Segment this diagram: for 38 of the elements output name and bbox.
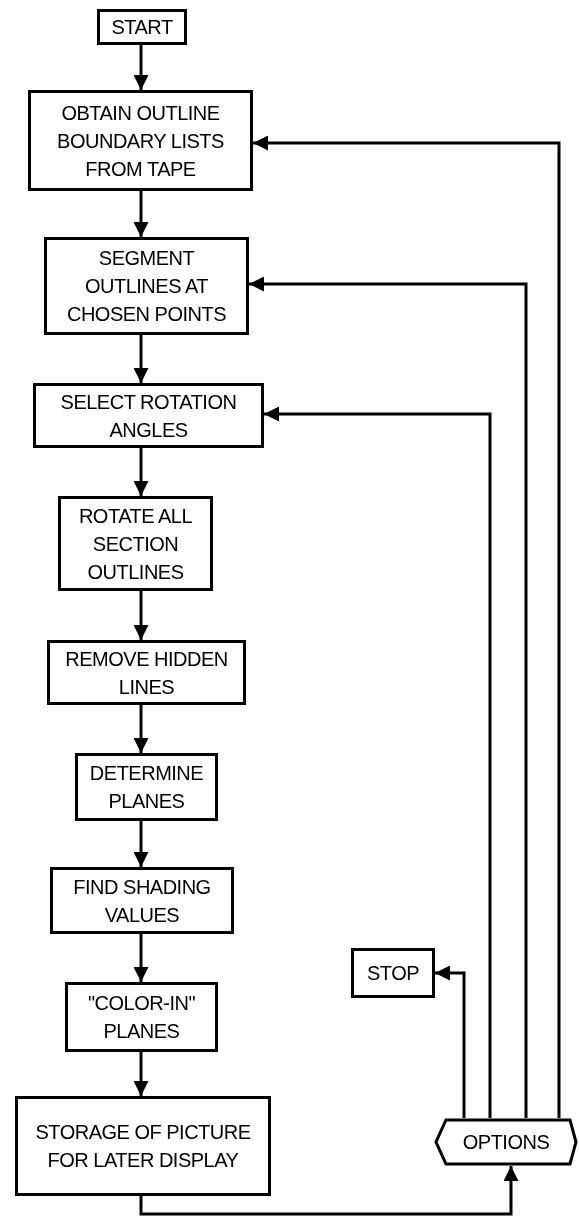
arrow	[133, 821, 149, 867]
process-box	[47, 640, 246, 705]
arrow	[133, 45, 149, 90]
process-box	[97, 9, 187, 45]
process-box	[75, 753, 218, 821]
node-label: STOP	[366, 961, 420, 986]
node-label: OBTAIN OUTLINE BOUNDARY LISTS FROM TAPE	[56, 100, 225, 182]
arrow	[133, 1052, 149, 1096]
process-box	[65, 982, 218, 1052]
arrow	[249, 276, 528, 1118]
arrow	[133, 335, 149, 383]
node-label: SELECT ROTATION ANGLES	[59, 389, 238, 443]
arrow	[139, 1166, 519, 1216]
process-box	[28, 90, 253, 191]
arrow	[133, 448, 149, 496]
arrow	[133, 934, 149, 982]
arrow	[133, 705, 149, 753]
process-box	[33, 383, 264, 448]
node-label: START	[111, 15, 173, 40]
process-box	[50, 867, 234, 934]
process-box	[351, 948, 435, 998]
process-box	[44, 237, 249, 335]
node-label: STORAGE OF PICTURE FOR LATER DISPLAY	[34, 1120, 252, 1173]
process-box	[58, 496, 213, 591]
node-label: ROTATE ALL SECTION OUTLINES	[77, 503, 194, 585]
arrow	[253, 135, 561, 1118]
arrow	[133, 591, 149, 640]
node-label: DETERMINE PLANES	[88, 761, 205, 814]
arrow	[435, 965, 466, 1118]
decision-hexagon	[434, 1118, 578, 1166]
node-label: OPTIONS	[462, 1130, 550, 1155]
arrow	[133, 191, 149, 237]
arrow	[264, 406, 492, 1118]
node-label: FIND SHADING VALUES	[72, 874, 212, 928]
node-label: "COLOR-IN" PLANES	[87, 991, 196, 1044]
node-label: REMOVE HIDDEN LINES	[64, 646, 229, 700]
process-box	[15, 1096, 271, 1196]
node-label: SEGMENT OUTLINES AT CHOSEN POINTS	[65, 246, 228, 327]
